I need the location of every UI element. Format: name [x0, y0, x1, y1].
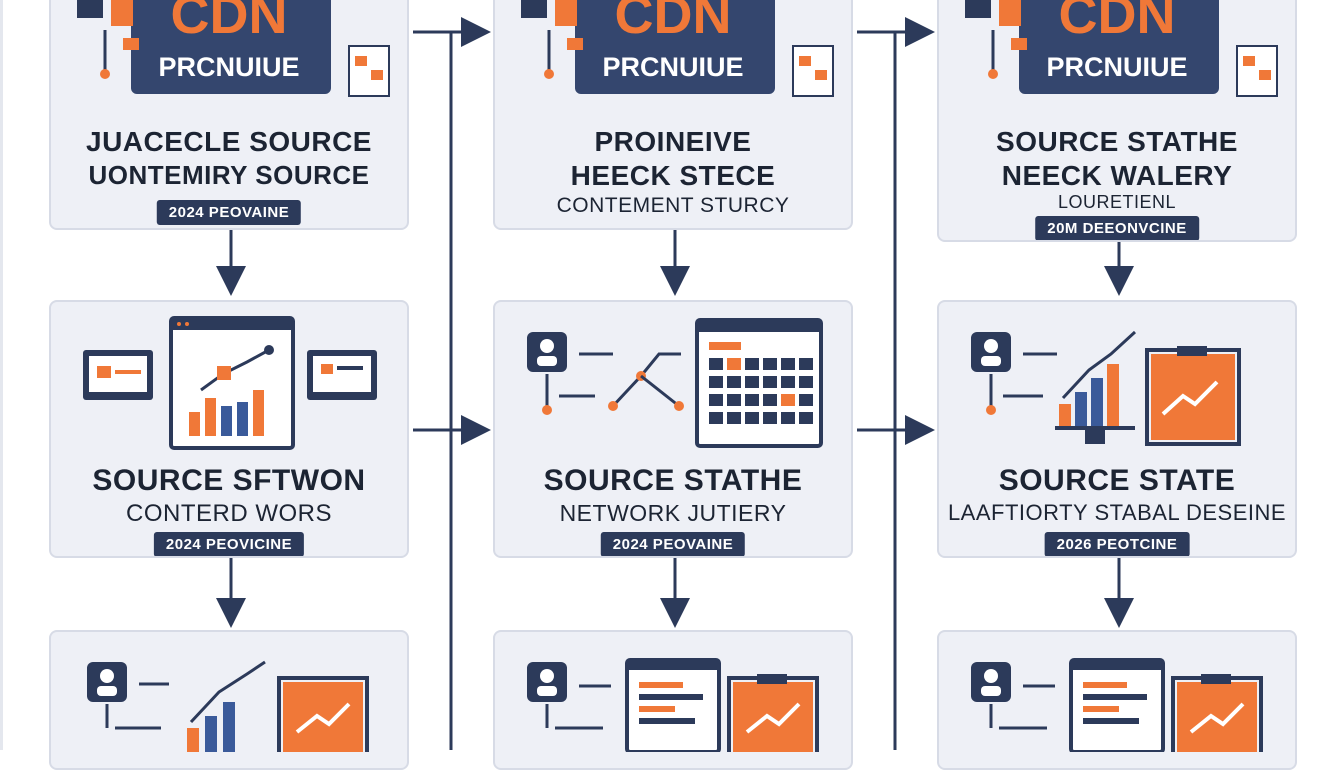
logo-text: CDN — [1058, 0, 1176, 45]
cdn-server-icon — [521, 0, 834, 97]
card-title-line-1: SOURCE STATHE — [996, 126, 1238, 157]
cdn-server-icon — [965, 0, 1278, 97]
card-title-line-3: CONTEMENT STURCY — [556, 194, 790, 217]
card-title-line-3: LOURETIENL — [1057, 192, 1177, 212]
year-badge: 2024 PEOVICINE — [153, 532, 305, 556]
card-col1-row3 — [49, 630, 409, 770]
logo-text: CDN — [170, 0, 288, 45]
logo-subtext: PRCNUIUE — [602, 52, 744, 82]
year-badge: 2024 PEOVAINE — [156, 200, 302, 225]
card-title-line-2: NEECK WALERY — [1001, 160, 1233, 191]
diagram-canvas: CDN PRCNUIUE JUACECLE SOURCE UONTEMIRY S… — [0, 0, 1297, 770]
logo-subtext: PRCNUIUE — [158, 52, 300, 82]
cdn-server-icon — [77, 0, 390, 97]
user-flow-chart-icon — [87, 660, 369, 752]
card-col1-row2: SOURCE SFTWON CONTERD WORS 2024 PEOVICIN… — [49, 300, 409, 558]
card-col1-row1: CDN PRCNUIUE JUACECLE SOURCE UONTEMIRY S… — [49, 0, 409, 230]
card-col3-row2: SOURCE STATE LAAFTIORTY STABAL DESEINE 2… — [937, 300, 1297, 558]
card-title-line-2: LAAFTIORTY STABAL DESEINE — [947, 500, 1287, 525]
card-col2-row3 — [493, 630, 853, 770]
card-title-line-2: UONTEMIRY SOURCE — [88, 160, 370, 190]
year-badge: 20M DEEONVCINE — [1035, 216, 1199, 240]
card-col2-row2: SOURCE STATHE NETWORK JUTIERY 2024 PEOVA… — [493, 300, 853, 558]
card-title-line-2: NETWORK JUTIERY — [559, 500, 787, 526]
user-browser-chart-icon — [527, 658, 819, 752]
card-title-line-1: SOURCE SFTWON — [92, 464, 366, 497]
card-title-line-1: SOURCE STATE — [998, 464, 1236, 497]
card-title-line-1: PROINEIVE — [594, 126, 752, 157]
logo-subtext: PRCNUIUE — [1046, 52, 1188, 82]
card-title-line-2: HEECK STECE — [570, 160, 776, 191]
logo-text: CDN — [614, 0, 732, 45]
card-col3-row3 — [937, 630, 1297, 770]
card-col2-row1: CDN PRCNUIUE PROINEIVE HEECK STECE CONTE… — [493, 0, 853, 230]
year-badge: 2026 PEOTCINE — [1044, 532, 1190, 556]
card-title-line-2: CONTERD WORS — [126, 500, 332, 527]
card-col3-row1: CDN PRCNUIUE SOURCE STATHE NEECK WALERY … — [937, 0, 1297, 242]
card-title-line-1: JUACECLE SOURCE — [86, 126, 372, 157]
user-browser-chart-icon — [971, 658, 1263, 752]
analytics-dashboard-icon — [83, 316, 377, 450]
year-badge: 2024 PEOVAINE — [600, 532, 746, 556]
user-network-grid-icon — [527, 318, 823, 448]
user-growth-chart-icon — [971, 330, 1241, 446]
card-title-line-1: SOURCE STATHE — [543, 464, 803, 497]
